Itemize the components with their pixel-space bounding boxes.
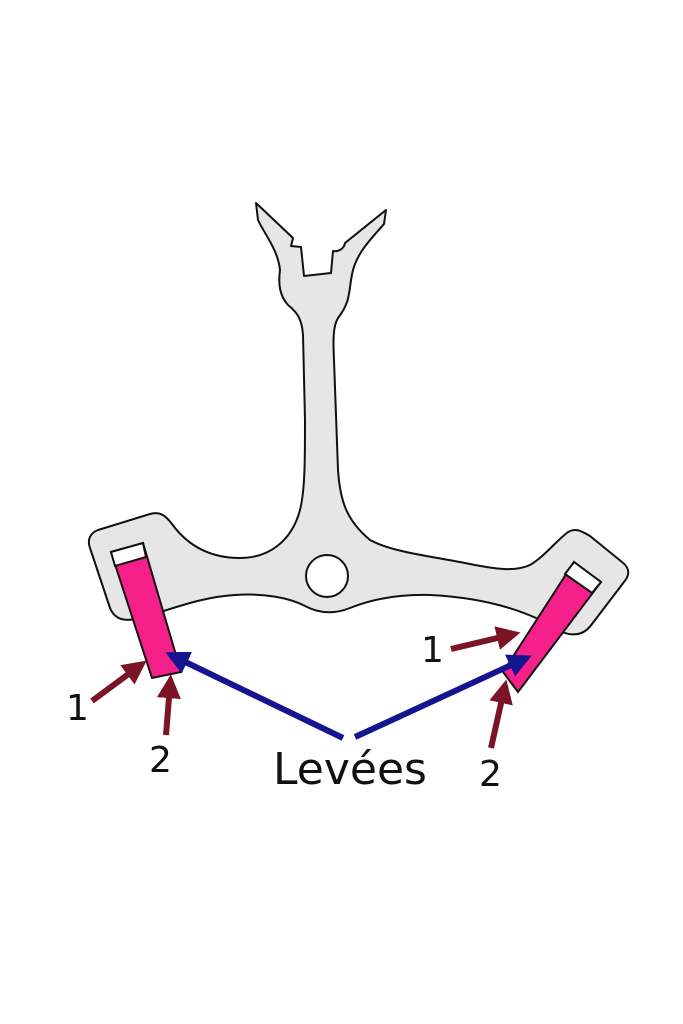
caption-levees: Levées <box>273 744 427 795</box>
right-1-arrow <box>450 626 521 652</box>
left-1-arrow <box>90 660 147 704</box>
label-left-1: 1 <box>66 688 89 729</box>
left-2-arrow <box>156 674 181 736</box>
label-right-1: 1 <box>421 630 444 671</box>
left-pallet-stone <box>109 541 183 680</box>
arbor-hole <box>305 554 349 598</box>
label-right-2: 2 <box>479 754 502 795</box>
levees-right-arrow <box>353 654 532 740</box>
label-left-2: 2 <box>149 740 172 781</box>
right-2-arrow <box>488 679 513 749</box>
pallet-fork-body <box>87 202 630 636</box>
levees-left-arrow <box>165 651 345 741</box>
